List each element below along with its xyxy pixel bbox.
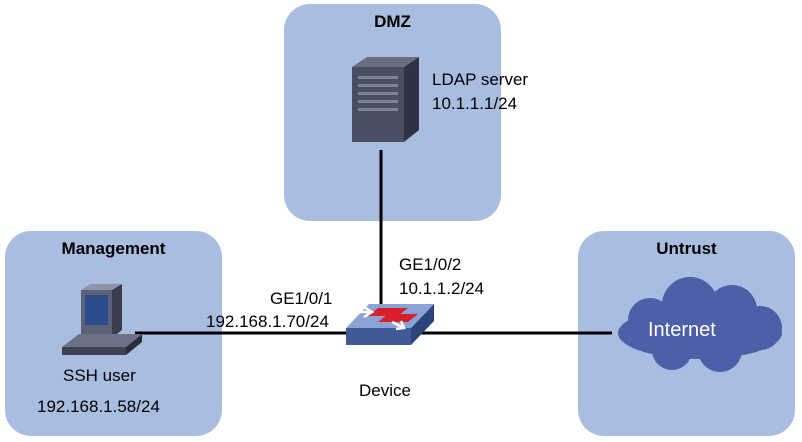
ldap-server-ip: 10.1.1.1/24: [432, 94, 518, 113]
device-label: Device: [359, 381, 411, 400]
ssh-user-name: SSH user: [63, 366, 136, 385]
ge1-0-2-ip: 10.1.1.2/24: [399, 279, 485, 298]
zone-dmz-title: DMZ: [374, 12, 411, 31]
ge1-0-1-ip: 192.168.1.70/24: [206, 312, 329, 331]
ssh-user-ip: 192.168.1.58/24: [37, 397, 160, 416]
zone-untrust-title: Untrust: [656, 239, 717, 258]
ldap-server-name: LDAP server: [432, 70, 529, 89]
firewall-icon: [346, 304, 434, 345]
internet-label: Internet: [648, 319, 716, 341]
pc-icon: [62, 284, 142, 355]
ge1-0-2-name: GE1/0/2: [399, 255, 462, 274]
ge1-0-1-name: GE1/0/1: [270, 289, 333, 308]
cloud-icon: [618, 277, 782, 372]
zone-management-title: Management: [61, 239, 166, 258]
server-icon: [352, 57, 419, 142]
